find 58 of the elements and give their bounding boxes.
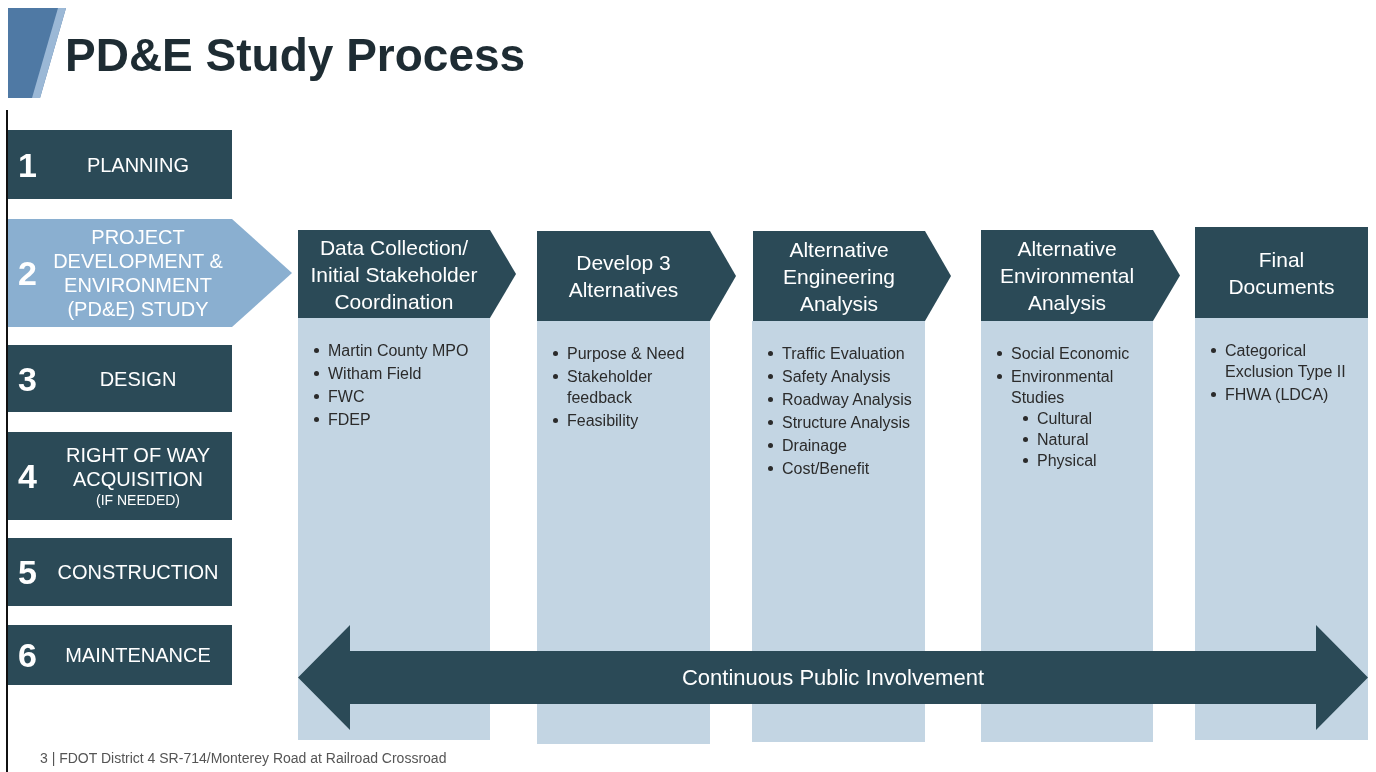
step-heading	[537, 231, 736, 321]
bullet-item: Safety Analysis	[764, 366, 917, 387]
bullet-item: Environmental Studies	[993, 366, 1145, 408]
list-panel	[1195, 318, 1368, 625]
footer-text: 3 | FDOT District 4 SR-714/Monterey Road at Railroad Crossroad	[40, 750, 447, 766]
list-panel	[981, 321, 1153, 625]
slide-title: PD&E Study Process	[65, 28, 526, 82]
bullet-item: Martin County MPO	[310, 340, 482, 361]
phase-box	[8, 345, 232, 412]
bullet-item: Social Economic	[993, 343, 1145, 364]
step-heading	[753, 231, 951, 321]
phase-number: 4	[18, 456, 37, 496]
step-title: Final Documents	[1227, 246, 1336, 300]
phase-label: RIGHT OF WAY ACQUISITION	[64, 443, 212, 491]
bullet-item: FHWA (LDCA)	[1207, 384, 1360, 405]
bullet-item: Purpose & Need	[549, 343, 702, 364]
list-panel	[752, 321, 925, 625]
bullet-item: Cost/Benefit	[764, 458, 917, 479]
phase-number: 2	[18, 253, 37, 293]
phase-label: MAINTENANCE	[65, 643, 211, 667]
step-heading	[981, 230, 1180, 321]
bullet-item: Physical	[1019, 450, 1145, 471]
phase-number: 5	[18, 552, 37, 592]
bullet-item: Stakeholder feedback	[549, 366, 702, 408]
phase-box	[8, 625, 232, 685]
list-panel	[298, 318, 490, 625]
double-arrow-banner	[298, 625, 1368, 730]
bullet-item: FWC	[310, 386, 482, 407]
phase-note: (IF NEEDED)	[96, 491, 180, 509]
bullet-item: Cultural	[1019, 408, 1145, 429]
phase-box	[8, 538, 232, 606]
list-panel	[537, 321, 710, 625]
bullet-item: Categorical Exclusion Type II	[1207, 340, 1360, 382]
phase-number: 6	[18, 635, 37, 675]
bullet-item: Drainage	[764, 435, 917, 456]
bullet-item: Structure Analysis	[764, 412, 917, 433]
step-title: Data Collection/ Initial Stakeholder Coordination	[309, 234, 479, 315]
phase-label: DESIGN	[99, 366, 177, 391]
phase-label: PROJECT DEVELOPMENT & ENVIRONMENT (PD&E) STUDY	[52, 225, 224, 321]
step-heading	[298, 230, 516, 318]
bullet-item: Traffic Evaluation	[764, 343, 917, 364]
phase-box	[8, 432, 232, 520]
step-heading	[1195, 227, 1368, 318]
step-title: Alternative Environmental Analysis	[998, 236, 1136, 316]
phase-number: 3	[18, 359, 37, 398]
bullet-item: Roadway Analysis	[764, 389, 917, 410]
bullet-item: Feasibility	[549, 410, 702, 431]
phase-chevron	[8, 219, 292, 327]
phase-box	[8, 130, 232, 199]
phase-label: CONSTRUCTION	[57, 560, 219, 584]
step-title: Develop 3 Alternatives	[567, 250, 680, 303]
step-title: Alternative Engineering Analysis	[781, 236, 897, 317]
phase-label: PLANNING	[86, 152, 190, 177]
bullet-item: FDEP	[310, 409, 482, 430]
banner-text: Continuous Public Involvement	[681, 664, 985, 691]
phase-number: 1	[18, 145, 37, 184]
bullet-item: Natural	[1019, 429, 1145, 450]
bullet-item: Witham Field	[310, 363, 482, 384]
